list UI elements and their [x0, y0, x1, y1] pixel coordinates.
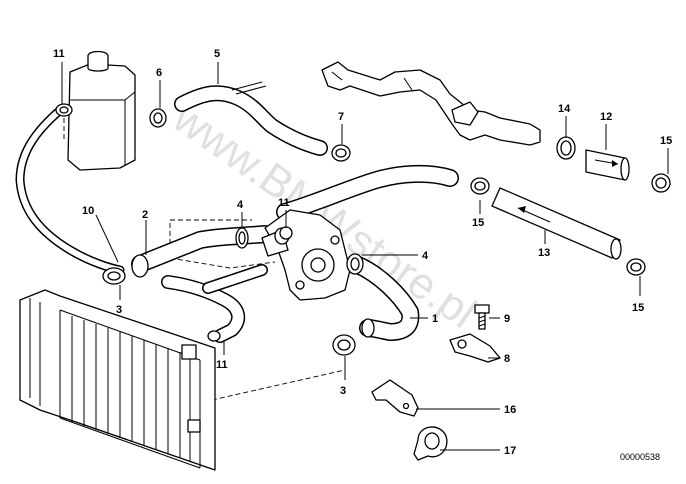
- clamp-6: [149, 108, 167, 128]
- expansion-tank: [67, 50, 136, 171]
- clamp-15-right: [651, 173, 671, 193]
- callout-label: 11: [53, 48, 65, 60]
- callout-label: 13: [538, 247, 550, 259]
- hose-5: [174, 81, 328, 156]
- callout-label: 7: [338, 111, 344, 123]
- callout-label: 4: [422, 250, 429, 262]
- leader-lines: [61, 62, 669, 451]
- reference-number: 00000538: [620, 452, 660, 462]
- hose-13: [491, 187, 622, 260]
- callout-label: 6: [156, 67, 162, 79]
- callout-label: 10: [82, 205, 94, 217]
- callout-label: 3: [340, 385, 346, 397]
- clamp-4-right: [346, 253, 364, 275]
- callout-label: 16: [504, 404, 516, 416]
- hose-main-upper: [276, 164, 459, 221]
- clamp-15-lower: [626, 258, 646, 276]
- callout-label: 12: [600, 111, 612, 123]
- clamp-3-center: [332, 334, 356, 356]
- clamp-11-pump: [279, 226, 293, 240]
- clamp-3-left: [102, 267, 126, 285]
- callout-label: 4: [237, 199, 244, 211]
- hose-1: [349, 256, 420, 341]
- coolant-pipe-upper: [321, 61, 541, 146]
- clamp-4-left: [235, 227, 249, 249]
- callout-label: 9: [504, 313, 510, 325]
- clamp-7: [331, 144, 351, 162]
- callout-label: 15: [660, 135, 672, 147]
- clip-8: [449, 333, 501, 363]
- clamp-11-tank: [55, 103, 73, 117]
- callout-label: 17: [504, 445, 516, 457]
- callout-label: 8: [504, 353, 510, 365]
- callout-label: 11: [216, 359, 228, 371]
- clamp-11-lower: [207, 330, 221, 342]
- callout-label: 3: [116, 304, 122, 316]
- callout-labels: 11 5 6 7 14 12 15 10 2 4 11 4 15 13 3 1 …: [53, 48, 672, 457]
- clamp-17: [413, 426, 448, 461]
- hose-12: [585, 149, 630, 181]
- hose-lower: [161, 264, 268, 343]
- bolt-9: [474, 304, 490, 330]
- callout-label: 5: [214, 48, 220, 60]
- radiator: [19, 289, 216, 471]
- bracket-16: [371, 379, 419, 417]
- callout-label: 15: [632, 302, 644, 314]
- callout-label: 14: [558, 103, 571, 115]
- clamp-15-upper: [470, 177, 490, 195]
- callout-label: 2: [142, 209, 148, 221]
- clamp-14: [556, 136, 576, 160]
- callout-label: 1: [432, 313, 438, 325]
- hose-10: [15, 107, 125, 275]
- callout-label: 15: [472, 217, 484, 229]
- callout-label: 11: [278, 197, 290, 209]
